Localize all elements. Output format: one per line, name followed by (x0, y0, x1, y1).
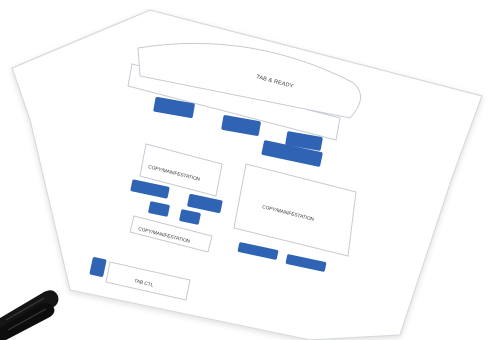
header-button-1[interactable] (153, 96, 195, 119)
footer-bar-label: TAB CTL (134, 278, 155, 289)
right-button-1[interactable] (237, 242, 279, 260)
panel-left-bottom (129, 215, 213, 253)
left-button-2[interactable] (187, 193, 223, 214)
header-bar-dome (137, 42, 361, 119)
panel-left-top (139, 143, 223, 197)
left-button-3[interactable] (148, 201, 170, 217)
left-button-4[interactable] (179, 209, 201, 225)
header-button-4[interactable] (261, 140, 323, 167)
header-button-2[interactable] (221, 115, 261, 136)
left-button-1[interactable] (130, 179, 170, 199)
cable-object (0, 290, 59, 340)
header-button-3[interactable] (285, 131, 323, 151)
footer-icon-button[interactable] (89, 257, 107, 278)
footer-bar (105, 261, 191, 301)
panel-right-big (233, 163, 357, 257)
right-button-2[interactable] (285, 254, 327, 272)
